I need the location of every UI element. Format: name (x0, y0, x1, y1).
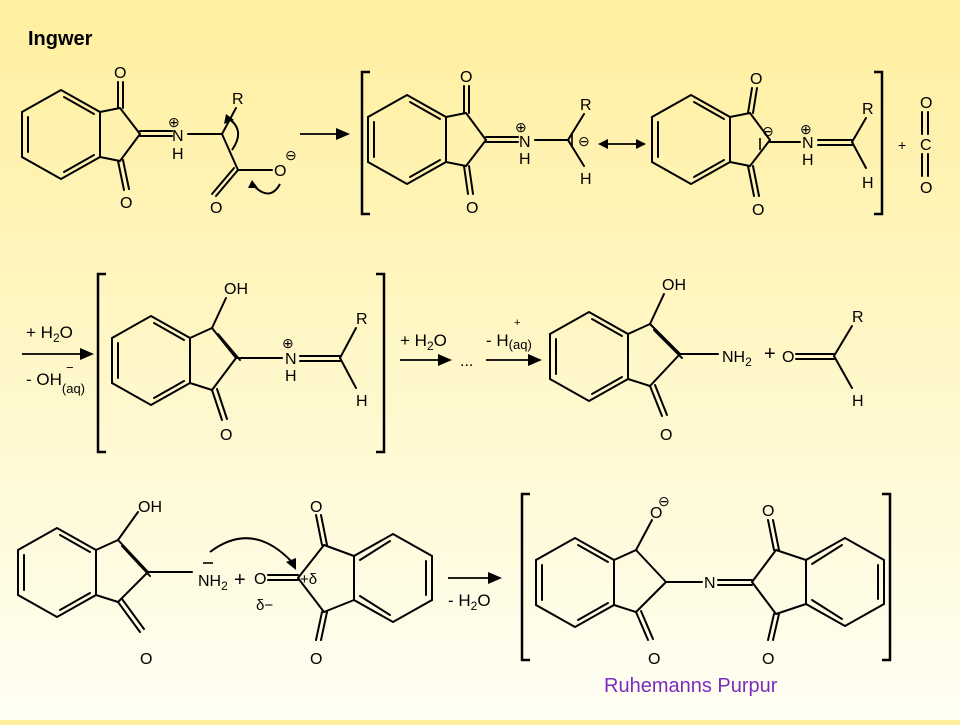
atom-H: H (580, 171, 592, 188)
atom-O: O (660, 427, 672, 444)
atom-H: H (519, 151, 531, 168)
atom-O: O (762, 651, 774, 668)
reagent-h2o: + H (400, 331, 427, 350)
row2-product: OH O NH2 + O R H (549, 277, 864, 444)
charge-minus: ⊖ (762, 123, 774, 139)
delta-plus: +δ (300, 571, 317, 588)
atom-O: O (274, 163, 286, 180)
atom-R: R (862, 101, 874, 118)
atom-O: O (120, 195, 132, 212)
atom-R: R (356, 311, 368, 328)
atom-O: O (752, 202, 764, 219)
svg-text:NH2: NH2 (198, 573, 228, 593)
atom-OH: OH (224, 281, 248, 298)
atom-O: O (920, 95, 932, 112)
charge-plus: ⊕ (515, 119, 527, 135)
svg-text:- H(aq): - H(aq) (486, 331, 532, 352)
atom-N: N (285, 351, 297, 368)
plus-sign: + (234, 569, 246, 591)
row1-reactant: O O N H ⊕ R O O ⊖ (21, 65, 297, 217)
atom-O: O (762, 503, 774, 520)
plus-sign: + (898, 137, 906, 153)
atom-H: H (356, 393, 368, 410)
row2-reagents: + H2O - OH(aq) − (22, 323, 94, 396)
row2-middle: + H2O ... - H(aq) + (400, 317, 542, 370)
atom-O: O (466, 200, 478, 217)
atom-C: C (920, 137, 932, 154)
row3-product: O ⊖ O N O O (535, 493, 885, 668)
atom-O: O (254, 571, 266, 588)
row3-ninhydrin-ketone: O +δ δ− O O (254, 499, 433, 668)
atom-O: O (782, 349, 794, 366)
row1-intermediate-a: O O N H ⊕ R H ⊖ (367, 69, 592, 217)
reagent-oh: - OH (26, 370, 62, 389)
svg-text:+ H2O: + H2O (26, 323, 73, 345)
atom-O: O (220, 427, 232, 444)
ellipsis: ... (460, 353, 473, 370)
atom-O: O (920, 180, 932, 197)
atom-O: O (310, 499, 322, 516)
atom-NH2: NH (722, 349, 745, 366)
atom-R: R (852, 309, 864, 326)
reagent-h: - H (486, 331, 509, 350)
atom-O: O (114, 65, 126, 82)
svg-text:- H2O: - H2O (448, 591, 491, 613)
atom-R: R (580, 97, 592, 114)
atom-OH: OH (662, 277, 686, 294)
atom-H: H (802, 152, 814, 169)
reagent-h2o: - H (448, 591, 471, 610)
atom-O: O (140, 651, 152, 668)
svg-text:+ H2O: + H2O (400, 331, 447, 353)
charge-plus: ⊕ (168, 114, 180, 130)
atom-O: O (650, 505, 662, 522)
charge-minus: ⊖ (578, 133, 590, 149)
charge-plus: ⊕ (282, 335, 294, 351)
charge-minus: ⊖ (285, 147, 297, 163)
atom-R: R (232, 91, 244, 108)
atom-O: O (310, 651, 322, 668)
atom-H: H (285, 368, 297, 385)
reagent-h2o: + H (26, 323, 53, 342)
product-caption: Ruhemanns Purpur (604, 675, 778, 697)
atom-N: N (802, 135, 814, 152)
charge-minus: ⊖ (658, 493, 670, 509)
svg-text:- OH(aq): - OH(aq) (26, 370, 85, 396)
atom-H: H (172, 146, 184, 163)
svg-text:NH2: NH2 (722, 349, 752, 369)
row1-intermediate-b: O O ⊖ N H ⊕ R H (651, 71, 874, 219)
atom-O: O (750, 71, 762, 88)
atom-OH: OH (138, 499, 162, 516)
page-title: Ingwer (28, 28, 93, 50)
atom-NH2: NH (198, 573, 221, 590)
atom-H: H (852, 393, 864, 410)
co2: + O C O (898, 95, 932, 197)
row3-aminoindenone: OH O NH2 + (17, 499, 296, 668)
charge-plus: ⊕ (800, 121, 812, 137)
atom-O: O (648, 651, 660, 668)
atom-O: O (210, 200, 222, 217)
charge-plus: + (514, 317, 520, 329)
row2-enol-iminium: OH O N H ⊕ R H (111, 281, 368, 444)
atom-O: O (460, 69, 472, 86)
atom-N: N (519, 134, 531, 151)
row3-arrow: - H2O (448, 572, 502, 613)
atom-N: N (704, 575, 716, 592)
atom-N: N (172, 128, 184, 145)
plus-sign: + (764, 343, 776, 365)
delta-minus: δ− (256, 597, 273, 614)
charge-minus: − (66, 360, 74, 375)
atom-H: H (862, 175, 874, 192)
